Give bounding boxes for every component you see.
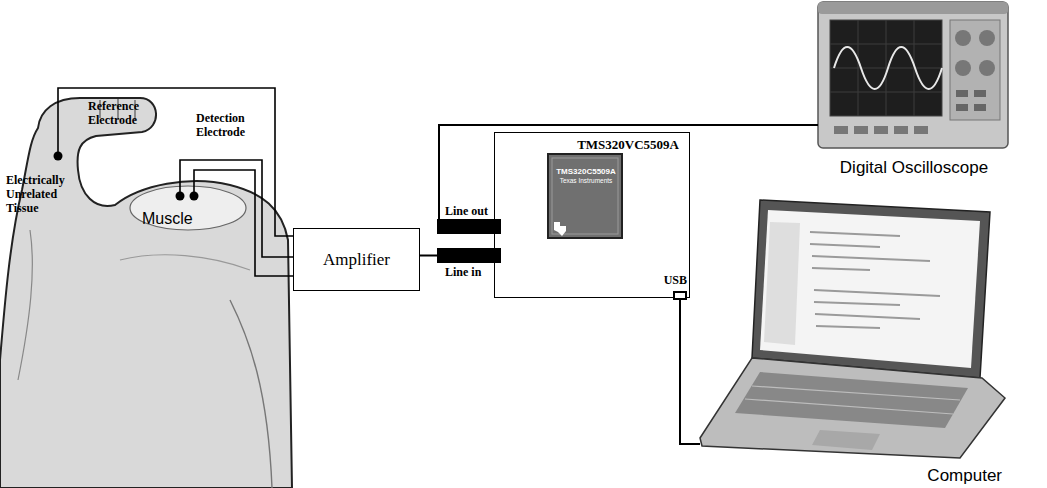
jack-plug xyxy=(437,219,501,234)
electrode-wires xyxy=(58,88,293,276)
box-label: Amplifier xyxy=(323,250,390,270)
oscilloscope-picture xyxy=(818,2,1008,148)
jack-plug xyxy=(437,248,501,263)
signal-cable xyxy=(439,125,818,219)
electrode-label: Detection Electrode xyxy=(196,112,268,140)
port-label: USB xyxy=(649,273,687,287)
device-label: Computer xyxy=(700,466,1002,486)
amplifier-box: Amplifier xyxy=(293,228,420,291)
usb-port: USB xyxy=(649,273,687,300)
line-out-jack: Line out xyxy=(437,204,501,234)
board-title: TMS320VC5509A xyxy=(577,137,679,153)
chip-marking: TMS320C5509A xyxy=(549,167,623,177)
picture-caption-holder: Computer xyxy=(700,466,1012,486)
dsp-board: TMS320VC5509A TMS320C5509ATexas Instrumen… xyxy=(494,132,690,298)
picture-caption-holder: Digital Oscilloscope xyxy=(818,158,1010,178)
chip-marking: Texas Instruments xyxy=(549,177,623,185)
tissue-label: Electrically Unrelated Tissue xyxy=(6,174,78,215)
oscilloscope: Digital Oscilloscope xyxy=(818,0,1010,178)
arm-illustration xyxy=(0,98,292,488)
electrode-label: Reference Electrode xyxy=(88,100,160,128)
laptop-picture xyxy=(700,200,1005,458)
signal-cable xyxy=(420,255,437,257)
device-label: Digital Oscilloscope xyxy=(818,158,1010,178)
dsp-chip-picture xyxy=(548,154,622,238)
signal-cable xyxy=(680,300,700,444)
jack-label: Line in xyxy=(437,265,501,279)
jack-label: Line out xyxy=(437,204,501,218)
line-in-jack: Line in xyxy=(437,248,501,279)
muscle-label: Muscle xyxy=(142,210,193,228)
computer: Computer xyxy=(700,198,1012,486)
dsp-chip: TMS320C5509ATexas Instruments xyxy=(549,155,623,239)
usb-socket xyxy=(673,291,687,300)
